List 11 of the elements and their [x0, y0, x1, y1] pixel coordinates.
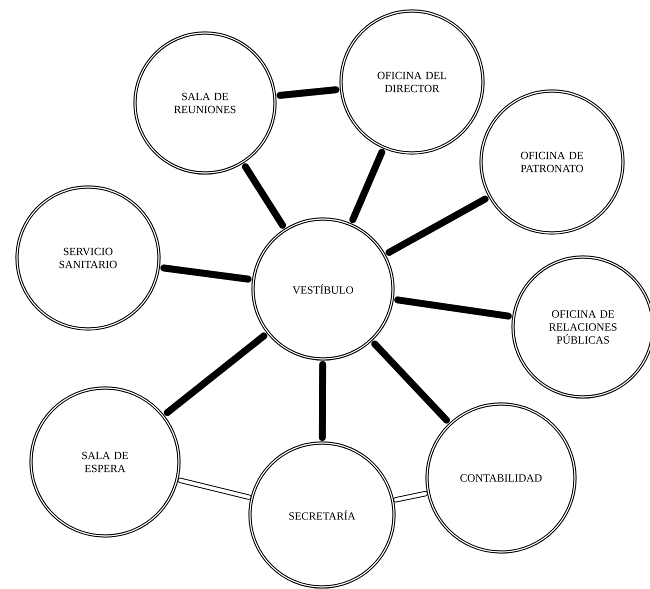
connector [386, 196, 489, 256]
connector [242, 163, 286, 229]
connector [276, 86, 340, 99]
connector [394, 296, 512, 320]
connector [164, 332, 268, 416]
connector [393, 490, 428, 502]
connector [371, 340, 450, 424]
connector [349, 148, 386, 224]
connector [178, 478, 252, 500]
connector [318, 361, 326, 441]
connector [160, 264, 252, 283]
